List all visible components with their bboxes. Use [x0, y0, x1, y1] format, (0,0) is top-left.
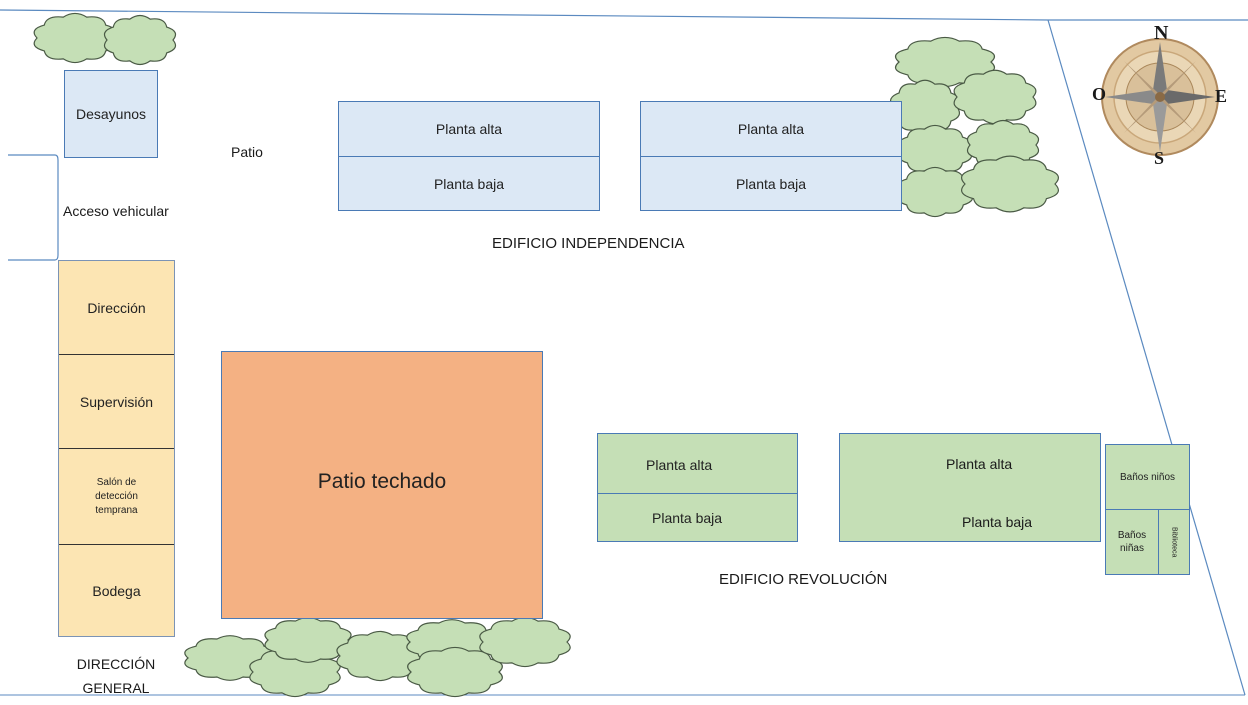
planta-baja-label: Planta baja [962, 514, 1033, 530]
tree-icon [953, 69, 1037, 125]
salon-deteccion-label: Salón de detección temprana [95, 476, 138, 516]
direccion-room: Dirección [87, 299, 146, 316]
tree-icon [407, 646, 503, 698]
compass-north-label: N [1154, 22, 1169, 44]
biblioteca-label: Biblioteca [1170, 526, 1178, 558]
planta-baja-label: Planta baja [652, 510, 723, 526]
compass-south-label: S [1154, 148, 1165, 168]
planta-baja-label: Planta baja [735, 176, 807, 192]
independencia-building-2: Planta alta Planta baja [640, 101, 902, 211]
vehicle-access-label: Acceso vehicular [63, 203, 169, 219]
patio-techado: Patio techado [221, 351, 543, 619]
tree-icon [961, 155, 1059, 213]
patio-label: Patio [231, 144, 263, 160]
tree-clusters [33, 12, 1059, 698]
tree-icon [336, 630, 424, 682]
edificio-independencia-label: EDIFICIO INDEPENDENCIA [492, 235, 685, 252]
tree-icon [103, 14, 177, 66]
divider [339, 156, 599, 157]
planta-alta-label: Planta alta [737, 121, 805, 137]
compass-west-label: O [1092, 84, 1107, 104]
biblioteca-room: Biblioteca [1158, 509, 1190, 575]
tree-icon [479, 616, 571, 668]
banos-ninos-label: Baños niños [1119, 471, 1176, 483]
revolucion-building-2: Planta alta Planta baja [839, 433, 1101, 542]
desayunos-label: Desayunos [75, 106, 147, 122]
edificio-revolucion-label: EDIFICIO REVOLUCIÓN [719, 571, 888, 588]
boundary-diagonal [1047, 19, 1246, 696]
banos-ninas-label: Baños niñas [1106, 510, 1158, 574]
planta-baja-label: Planta baja [433, 176, 505, 192]
planta-alta-label: Planta alta [435, 121, 503, 137]
independencia-building-1: Planta alta Planta baja [338, 101, 600, 211]
tree-icon [33, 12, 117, 64]
revolucion-building-1: Planta alta Planta baja [597, 433, 798, 542]
compass-east-label: E [1215, 86, 1228, 106]
banos-ninas-text: Baños niñas [1117, 530, 1147, 554]
desayunos-building: Desayunos [64, 70, 158, 158]
patio-techado-label: Patio techado [317, 470, 447, 493]
direccion-general-label: DIRECCIÓN GENERAL [76, 656, 156, 696]
divider [59, 448, 174, 449]
boundary-top [0, 9, 1049, 21]
vehicle-access-bracket [8, 154, 59, 261]
direccion-general-building: Dirección Supervisión Salón de detección… [58, 260, 175, 637]
divider [59, 544, 174, 545]
bodega-room: Bodega [92, 583, 141, 599]
tree-icon [264, 617, 352, 663]
compass-icon [1101, 38, 1219, 156]
divider [598, 493, 797, 494]
salon-deteccion-room: Salón de detección temprana [59, 449, 174, 544]
planta-alta-label: Planta alta [646, 457, 713, 473]
divider [59, 354, 174, 355]
planta-alta-label: Planta alta [946, 456, 1013, 472]
supervision-room: Supervisión [79, 393, 154, 410]
banos-ninos-room: Baños niños [1105, 444, 1190, 510]
divider [641, 156, 901, 157]
banos-ninas-room: Baños niñas [1105, 509, 1159, 575]
